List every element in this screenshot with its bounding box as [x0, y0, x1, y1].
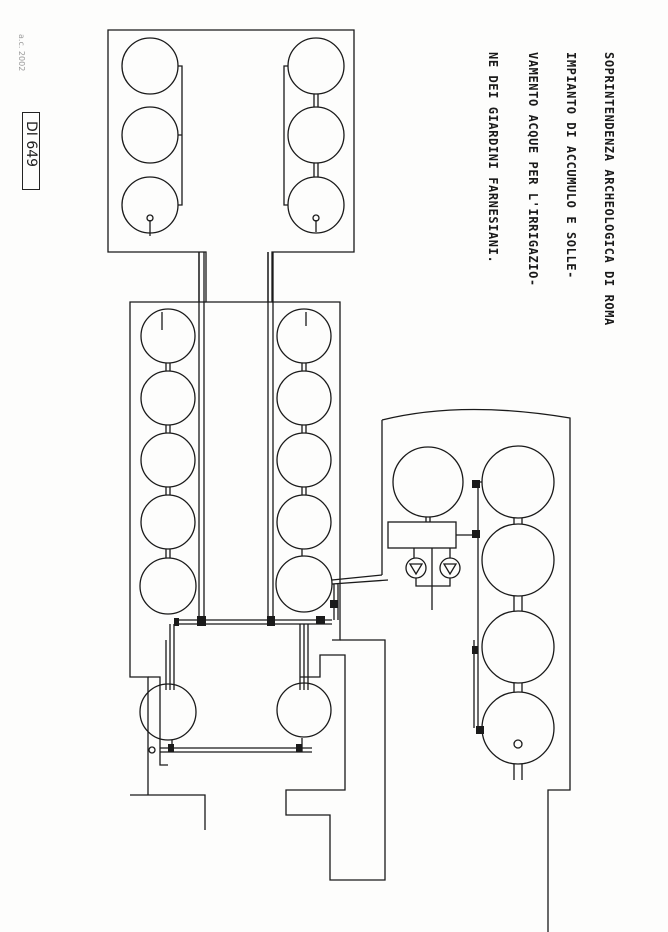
- title-line-4: NE DEI GIARDINI FARNESIANI.: [486, 52, 500, 264]
- pipe: [473, 481, 482, 729]
- pipe: [413, 548, 451, 610]
- tank: [276, 494, 332, 550]
- tank: [392, 446, 464, 518]
- tank: [276, 370, 332, 426]
- tank: [140, 370, 196, 426]
- pump-symbol: [408, 563, 458, 576]
- tank: [276, 682, 332, 738]
- drawing-code: DI 649: [23, 121, 39, 168]
- pipe: [160, 738, 312, 753]
- tank: [140, 494, 196, 550]
- tank: [121, 37, 179, 95]
- pipe: [178, 65, 183, 206]
- pipe: [283, 65, 288, 206]
- tank: [275, 555, 333, 613]
- tank: [481, 523, 555, 597]
- intake: [513, 739, 523, 749]
- pipe: [165, 624, 175, 690]
- tank: [287, 37, 345, 95]
- junction: [197, 616, 206, 626]
- pipe: [415, 578, 451, 587]
- junction: [476, 726, 484, 734]
- tank: [139, 683, 197, 741]
- junction: [267, 616, 275, 626]
- pipe: [301, 363, 307, 556]
- title-line-3: VAMENTO ACQUE PER L'IRRIGAZIO-: [526, 52, 540, 287]
- tank: [287, 106, 345, 164]
- junction: [330, 600, 338, 608]
- right-chamber-outline: [285, 639, 386, 881]
- tank: [140, 308, 196, 364]
- main-gallery-outline: [129, 301, 341, 830]
- junction: [472, 646, 478, 654]
- upper-room-outline: [107, 29, 355, 303]
- tank: [481, 445, 555, 519]
- tank: [276, 432, 332, 488]
- pump-manifold: [387, 521, 457, 549]
- junction: [296, 744, 302, 752]
- junction: [472, 530, 480, 538]
- east-room-outline: [381, 408, 571, 932]
- tank: [121, 106, 179, 164]
- intake: [146, 214, 154, 222]
- drawing-code-box: DI 649: [22, 112, 40, 190]
- junction: [316, 616, 325, 624]
- pipe: [331, 574, 389, 620]
- tank: [481, 610, 555, 684]
- valve: [148, 746, 156, 754]
- junction: [472, 480, 480, 488]
- pipe: [313, 94, 319, 177]
- junction: [174, 618, 179, 626]
- tank: [481, 691, 555, 765]
- pencil-note: a.c. 2002: [17, 34, 26, 72]
- left-chamber-lower: [148, 676, 168, 766]
- intake: [312, 214, 320, 222]
- tank: [276, 308, 332, 364]
- junction: [168, 744, 174, 752]
- pipe: [267, 252, 274, 620]
- pipe: [425, 517, 478, 536]
- tank: [139, 557, 197, 615]
- pipe: [513, 518, 523, 692]
- title-line-1: SOPRINTENDENZA ARCHEOLOGICA DI ROMA: [602, 52, 616, 326]
- title-line-2: IMPIANTO DI ACCUMULO E SOLLE-: [564, 52, 578, 279]
- pipe: [299, 624, 309, 690]
- pipe: [165, 363, 171, 558]
- pipe: [513, 764, 523, 780]
- tank: [140, 432, 196, 488]
- pipe: [198, 252, 205, 620]
